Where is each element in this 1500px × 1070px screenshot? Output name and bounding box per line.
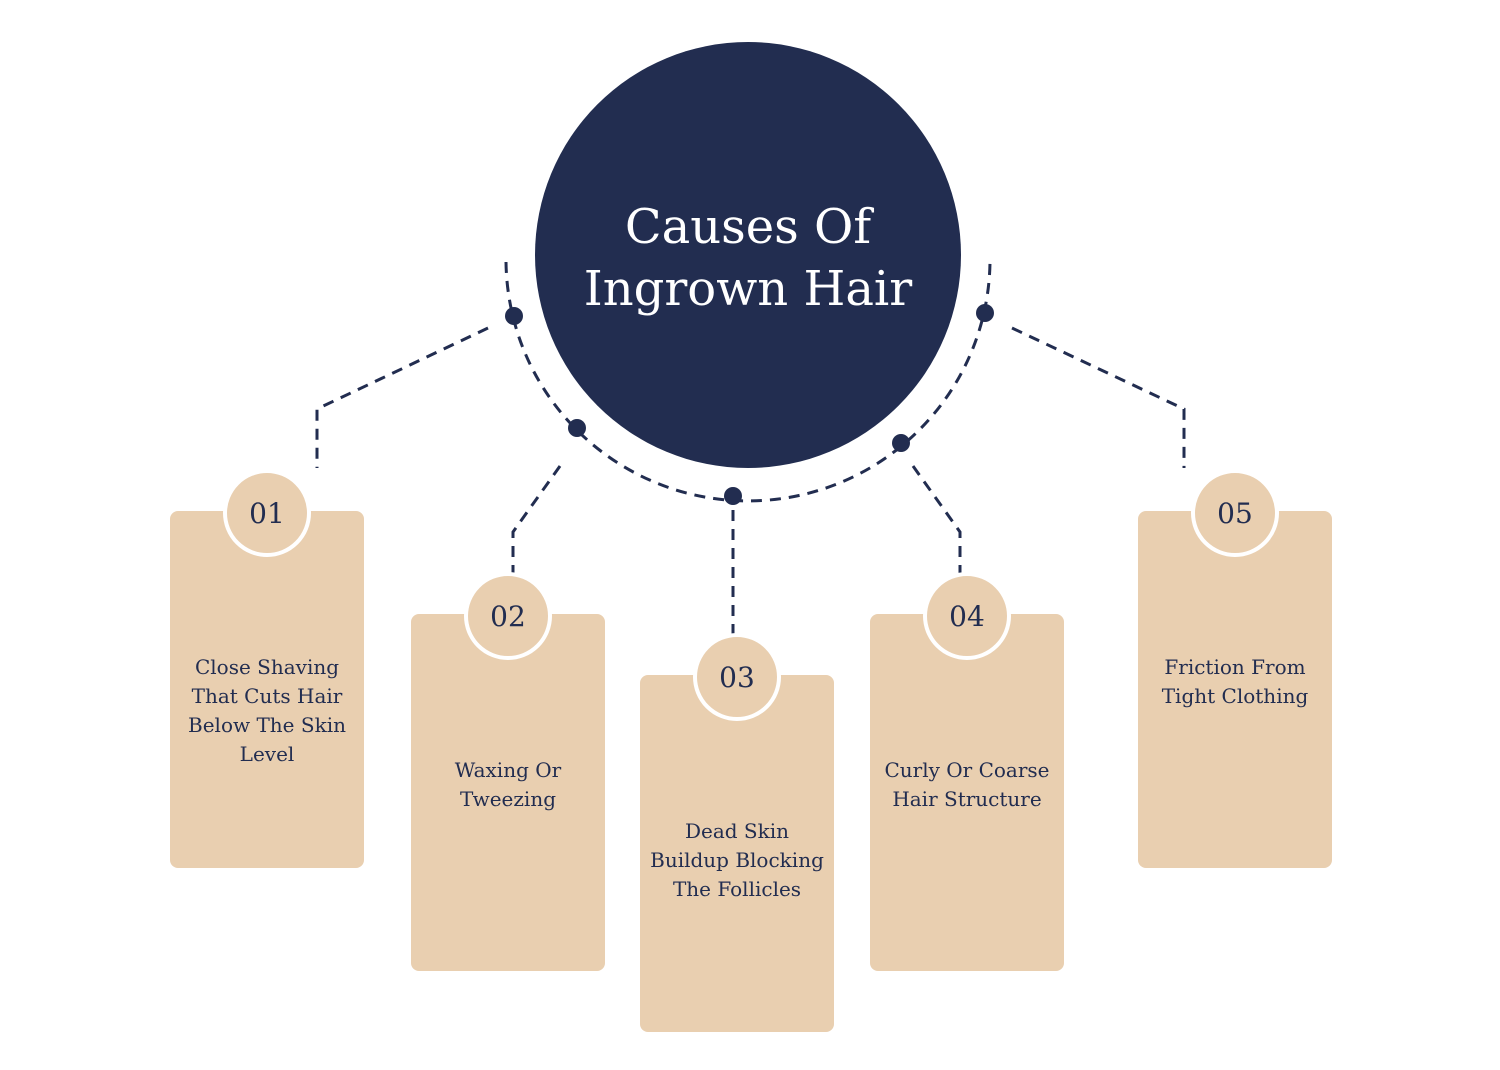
hub-title: Causes Of Ingrown Hair [583, 199, 913, 317]
anchor-dot-4 [892, 434, 910, 452]
connector-1 [315, 326, 489, 468]
connector-5 [1011, 326, 1186, 468]
cause-card-1: 01 Close Shaving That Cuts Hair Below Th… [170, 469, 364, 868]
cause-text: Dead Skin Buildup Blocking The Follicles [650, 819, 824, 901]
cause-number-badge: 03 [693, 633, 781, 721]
cause-card-5: 05 Friction From Tight Clothing [1138, 469, 1332, 868]
hub-dashed-arc [504, 255, 992, 503]
connector-2 [511, 465, 562, 575]
cause-text: Friction From Tight Clothing [1161, 655, 1309, 708]
cause-text: Close Shaving That Cuts Hair Below The S… [188, 655, 346, 766]
cause-card-2: 02 Waxing Or Tweezing [411, 572, 605, 971]
anchor-dot-3 [724, 487, 742, 505]
hub-circle: Causes Of Ingrown Hair [535, 42, 961, 468]
cause-card-4: 04 Curly Or Coarse Hair Structure [870, 572, 1064, 971]
cause-number-badge: 02 [464, 572, 552, 660]
cause-number-badge: 04 [923, 572, 1011, 660]
anchor-dot-2 [568, 419, 586, 437]
cause-text: Curly Or Coarse Hair Structure [884, 758, 1050, 811]
connector-4 [911, 465, 962, 575]
anchor-dot-1 [505, 307, 523, 325]
cause-card-3: 03 Dead Skin Buildup Blocking The Follic… [640, 633, 834, 1032]
cause-text: Waxing Or Tweezing [454, 758, 562, 811]
cause-number-badge: 01 [223, 469, 311, 557]
cause-number-badge: 05 [1191, 469, 1279, 557]
anchor-dot-5 [976, 304, 994, 322]
